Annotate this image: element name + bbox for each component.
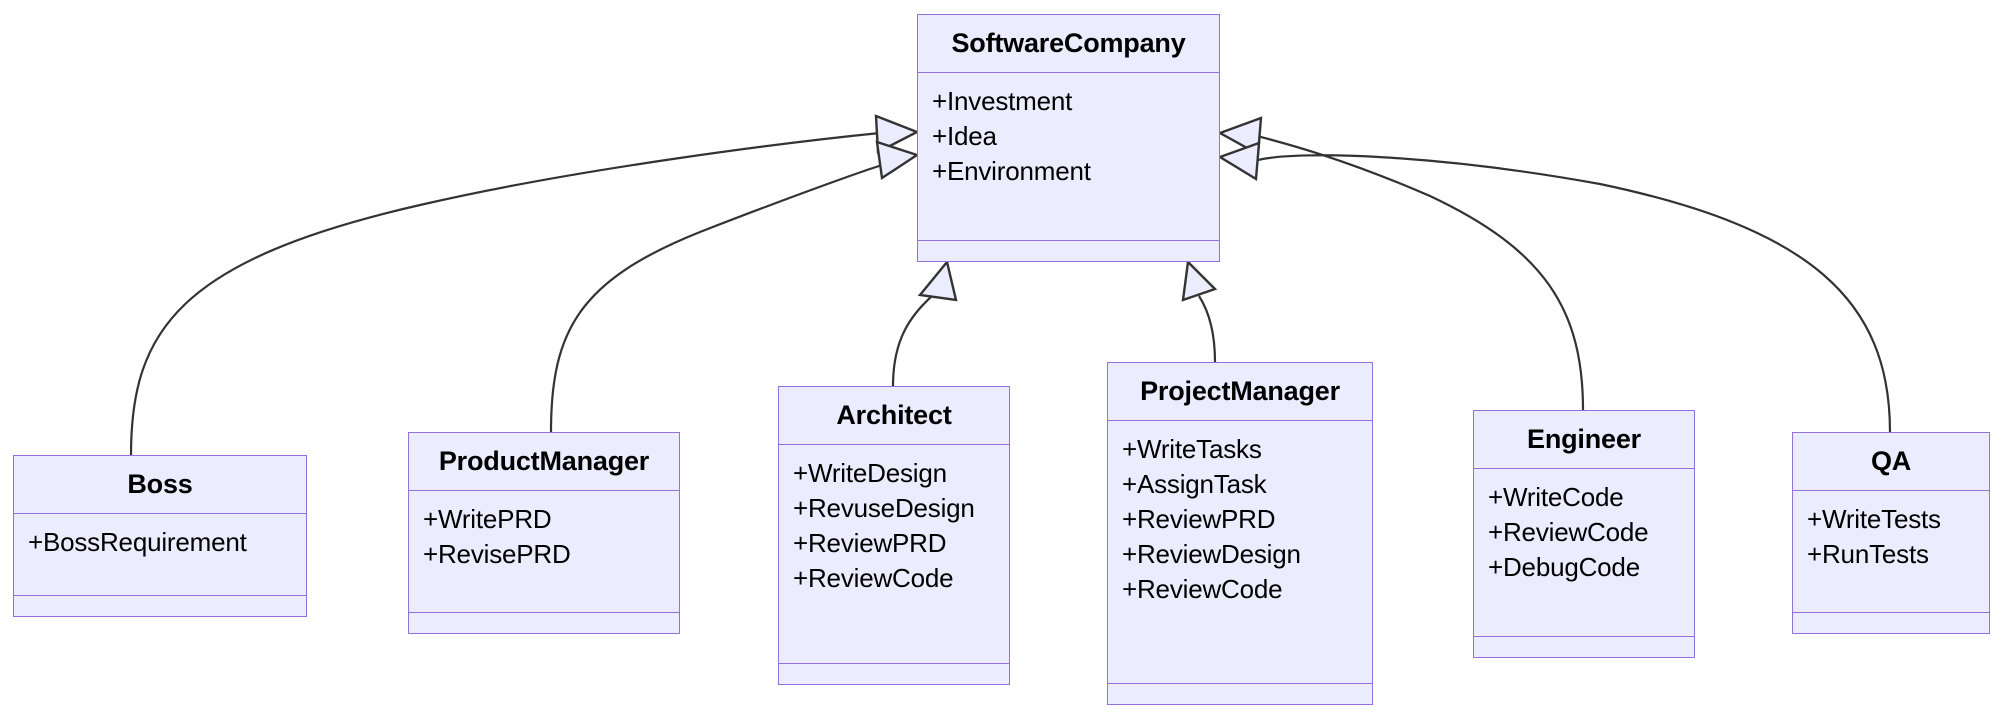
- class-node-software-company[interactable]: SoftwareCompany +Investment +Idea +Envir…: [917, 14, 1220, 262]
- class-member: +DebugCode: [1488, 552, 1640, 582]
- class-member: +WriteDesign: [793, 458, 947, 488]
- class-attributes-architect: +WriteDesign +RevuseDesign +ReviewPRD +R…: [779, 445, 1009, 664]
- class-member: +ReviewCode: [1122, 574, 1283, 604]
- arrowhead-qa: [1217, 141, 1261, 182]
- class-methods-qa: [1793, 613, 1989, 633]
- class-methods-product-manager: [409, 613, 679, 633]
- edge-boss-to-softwarecompany: [129, 131, 881, 456]
- class-member: +ReviewCode: [793, 563, 954, 593]
- class-member: +WriteTests: [1807, 504, 1941, 534]
- class-attributes-software-company: +Investment +Idea +Environment: [918, 73, 1219, 241]
- class-attributes-engineer: +WriteCode +ReviewCode +DebugCode: [1474, 469, 1694, 637]
- class-member: +WritePRD: [423, 504, 552, 534]
- class-title-software-company: SoftwareCompany: [918, 15, 1219, 73]
- class-member: +Environment: [932, 156, 1091, 186]
- class-member: +Idea: [932, 121, 997, 151]
- class-methods-architect: [779, 664, 1009, 684]
- class-node-architect[interactable]: Architect +WriteDesign +RevuseDesign +Re…: [778, 386, 1010, 685]
- class-attributes-product-manager: +WritePRD +RevisePRD: [409, 491, 679, 613]
- class-member: +Investment: [932, 86, 1073, 116]
- class-attributes-project-manager: +WriteTasks +AssignTask +ReviewPRD +Revi…: [1108, 421, 1372, 684]
- arrowhead-projectmanager: [1181, 259, 1218, 302]
- arrowhead-productmanager: [875, 140, 920, 181]
- arrowhead-architect: [917, 259, 958, 302]
- class-member: +ReviewDesign: [1122, 539, 1301, 569]
- class-member: +AssignTask: [1122, 469, 1267, 499]
- class-title-qa: QA: [1793, 433, 1989, 491]
- class-node-boss[interactable]: Boss +BossRequirement: [13, 455, 307, 617]
- class-attributes-qa: +WriteTests +RunTests: [1793, 491, 1989, 613]
- class-member: +WriteCode: [1488, 482, 1624, 512]
- class-node-project-manager[interactable]: ProjectManager +WriteTasks +AssignTask +…: [1107, 362, 1373, 705]
- class-member: +ReviewPRD: [793, 528, 947, 558]
- class-member: +RevuseDesign: [793, 493, 975, 523]
- class-title-boss: Boss: [14, 456, 306, 514]
- class-methods-software-company: [918, 241, 1219, 261]
- class-member: +WriteTasks: [1122, 434, 1262, 464]
- class-member: +BossRequirement: [28, 527, 247, 557]
- class-member: +ReviewPRD: [1122, 504, 1276, 534]
- arrowhead-engineer: [1217, 116, 1263, 156]
- class-member: +ReviewCode: [1488, 517, 1649, 547]
- class-member: +RevisePRD: [423, 539, 571, 569]
- class-title-product-manager: ProductManager: [409, 433, 679, 491]
- class-methods-boss: [14, 596, 306, 616]
- class-title-project-manager: ProjectManager: [1108, 363, 1372, 421]
- class-title-engineer: Engineer: [1474, 411, 1694, 469]
- class-methods-engineer: [1474, 637, 1694, 657]
- class-node-qa[interactable]: QA +WriteTests +RunTests: [1792, 432, 1990, 634]
- edge-architect-to-softwarecompany: [891, 295, 933, 387]
- class-attributes-boss: +BossRequirement: [14, 514, 306, 596]
- class-title-architect: Architect: [779, 387, 1009, 445]
- edge-projectmanager-to-softwarecompany: [1198, 295, 1217, 363]
- class-methods-project-manager: [1108, 684, 1372, 704]
- arrowhead-boss: [874, 114, 920, 154]
- class-member: +RunTests: [1807, 539, 1929, 569]
- class-node-engineer[interactable]: Engineer +WriteCode +ReviewCode +DebugCo…: [1473, 410, 1695, 658]
- class-node-product-manager[interactable]: ProductManager +WritePRD +RevisePRD: [408, 432, 680, 634]
